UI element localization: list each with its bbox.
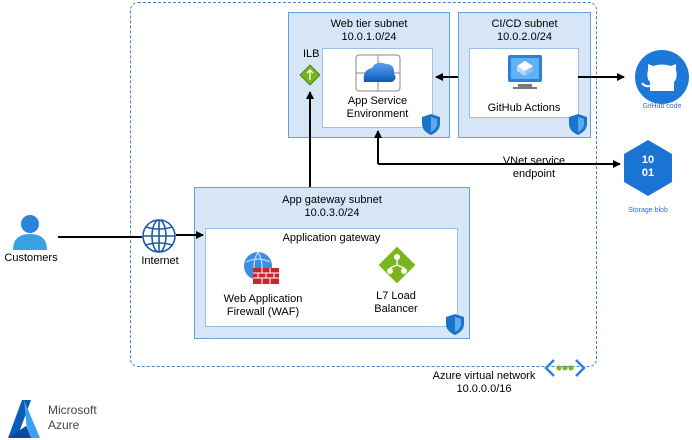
github-actions-label: GitHub Actions xyxy=(487,102,561,114)
cicd-subnet-cidr: 10.0.2.0/24 xyxy=(496,31,553,43)
vnet-name-label: Azure virtual network xyxy=(432,370,536,382)
globe-icon xyxy=(142,219,176,253)
storage-blob-label: Storage blob xyxy=(628,207,668,214)
connector-lines xyxy=(58,73,625,239)
storage-glyph-line1: 10 xyxy=(642,154,654,166)
cicd-subnet-title: CI/CD subnet xyxy=(491,18,558,30)
shield-icon xyxy=(569,114,587,135)
customers-label: Customers xyxy=(4,252,58,264)
ilb-icon xyxy=(299,64,321,86)
load-balancer-icon xyxy=(378,246,416,284)
azure-logo-icon xyxy=(8,400,40,438)
user-icon xyxy=(13,215,47,250)
vnet-endpoint-line2: endpoint xyxy=(512,168,556,180)
appgw-subnet-title: App gateway subnet xyxy=(282,194,382,206)
internet-label: Internet xyxy=(141,255,179,267)
application-gateway-box xyxy=(205,228,458,327)
web-subnet-title: Web tier subnet xyxy=(330,18,408,30)
application-gateway-label: Application gateway xyxy=(282,232,381,244)
shield-icon xyxy=(446,314,464,335)
azure-logo-text-line2: Azure xyxy=(48,418,80,432)
vnet-icon xyxy=(544,359,586,377)
storage-glyph-line2: 01 xyxy=(642,167,654,179)
lb-label-line1: L7 Load xyxy=(376,290,416,302)
appgw-subnet-cidr: 10.0.3.0/24 xyxy=(304,207,360,219)
app-service-icon xyxy=(355,54,401,92)
ase-label-line2: Environment xyxy=(346,108,409,120)
shield-icon xyxy=(422,114,440,135)
waf-label-line1: Web Application xyxy=(223,293,303,305)
lb-label-line2: Balancer xyxy=(374,303,418,315)
github-code-label: GitHub code xyxy=(642,103,682,110)
waf-label-line2: Firewall (WAF) xyxy=(226,306,300,318)
web-subnet-cidr: 10.0.1.0/24 xyxy=(341,31,397,43)
github-icon xyxy=(635,50,689,104)
ilb-label: ILB xyxy=(303,48,320,60)
vnet-cidr-label: 10.0.0.0/16 xyxy=(456,383,512,395)
azure-logo-text-line1: Microsoft xyxy=(48,403,97,417)
github-actions-icon xyxy=(508,55,542,89)
storage-blob-icon: 10 01 xyxy=(624,140,672,196)
ase-label-line1: App Service xyxy=(347,95,408,107)
vnet-boundary xyxy=(130,2,597,367)
waf-icon xyxy=(244,251,279,284)
